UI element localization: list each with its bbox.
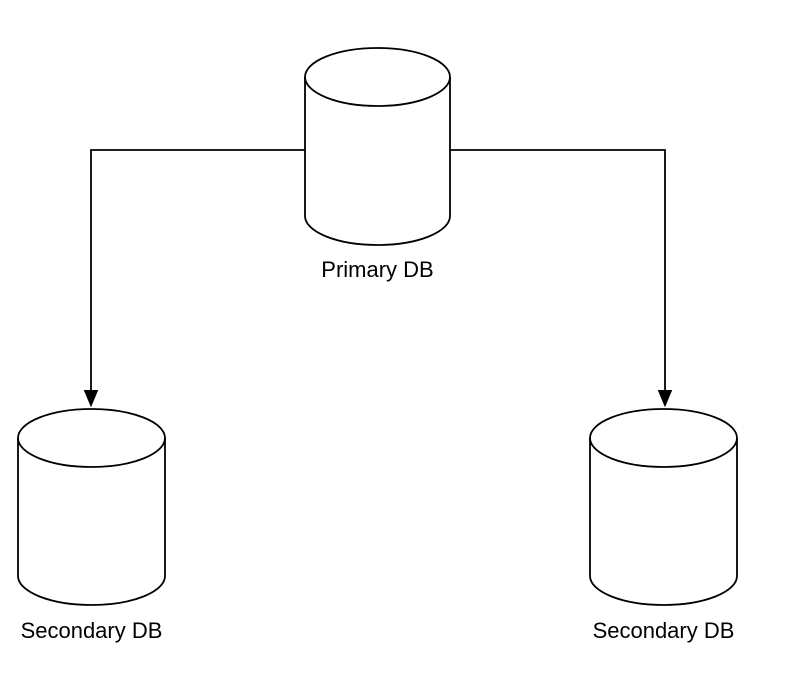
arrowhead-icon [657,390,673,408]
database-cylinder-top [589,408,738,468]
node-primary-db: Primary DB [304,47,451,282]
node-label-secondary-db-right: Secondary DB [593,618,735,643]
edge-line [450,149,666,391]
database-cylinder-body [17,438,166,606]
database-cylinder-top [17,408,166,468]
database-cylinder-top [304,47,451,107]
edge-primary-to-secondary-left [83,149,305,408]
database-cylinder-body [589,438,738,606]
edge-primary-to-secondary-right [450,149,673,408]
edge-line [90,149,305,391]
node-secondary-db-right: Secondary DB [589,408,738,643]
database-cylinder-body [304,77,451,246]
node-label-secondary-db-left: Secondary DB [21,618,163,643]
arrowhead-icon [83,390,99,408]
node-secondary-db-left: Secondary DB [17,408,166,643]
node-label-primary-db: Primary DB [321,257,433,282]
